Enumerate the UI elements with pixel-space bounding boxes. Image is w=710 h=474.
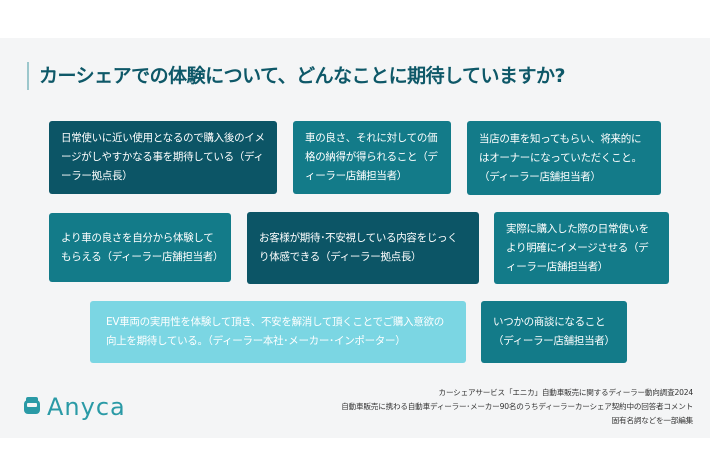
source-line: 自動車販売に携わる自動車ディーラー･メーカー90名のうちディーラーカーシェア契約…	[341, 402, 693, 411]
card-text: 当店の車を知ってもらい、将来的にはオーナーになっていただくこと。（ディーラー店舗…	[479, 132, 642, 183]
source-note: カーシェアサービス「エニカ」自動車販売に関するディーラー動向調査2024 自動車…	[341, 386, 693, 428]
card-text: 日常使いに近い使用となるので購入後のイメージがしやすかなる事を期待している（ディ…	[61, 132, 265, 182]
card-text: 実際に購入した際の日常使いをより明確にイメージさせる（ディーラー店舗担当者）	[506, 222, 649, 273]
card-text: お客様が期待･不安視している内容をじっくり体感できる（ディーラー拠点長）	[259, 232, 458, 263]
car-icon	[24, 397, 40, 414]
comment-card: 車の良さ、それに対しての価格の納得が得られること（ディーラー店舗担当者）	[293, 121, 451, 194]
comment-card: EV車両の実用性を体験して頂き、不安を解消して頂くことでご購入意欲の向上を期待し…	[90, 301, 466, 363]
comment-card: 実際に購入した際の日常使いをより明確にイメージさせる（ディーラー店舗担当者）	[494, 212, 669, 284]
page-title: カーシェアでの体験について、どんなことに期待していますか?	[27, 62, 566, 90]
anyca-logo: Anyca	[23, 393, 126, 421]
card-text: 車の良さ、それに対しての価格の納得が得られること（ディーラー店舗担当者）	[305, 132, 438, 182]
card-text: いつかの商談になること（ディーラー店舗担当者）	[493, 316, 615, 347]
comment-card: いつかの商談になること（ディーラー店舗担当者）	[481, 301, 627, 363]
comment-card: より車の良さを自分から体験してもらえる（ディーラー店舗担当者）	[49, 213, 231, 282]
comment-card: 当店の車を知ってもらい、将来的にはオーナーになっていただくこと。（ディーラー店舗…	[467, 121, 661, 195]
comment-card: お客様が期待･不安視している内容をじっくり体感できる（ディーラー拠点長）	[247, 212, 479, 284]
logo-text: Anyca	[47, 393, 126, 421]
card-text: EV車両の実用性を体験して頂き、不安を解消して頂くことでご購入意欲の向上を期待し…	[106, 316, 444, 347]
source-line: 固有名詞などを一部編集	[611, 416, 694, 425]
card-text: より車の良さを自分から体験してもらえる（ディーラー店舗担当者）	[61, 231, 224, 263]
comment-card: 日常使いに近い使用となるので購入後のイメージがしやすかなる事を期待している（ディ…	[49, 121, 277, 194]
source-line: カーシェアサービス「エニカ」自動車販売に関するディーラー動向調査2024	[438, 388, 694, 397]
